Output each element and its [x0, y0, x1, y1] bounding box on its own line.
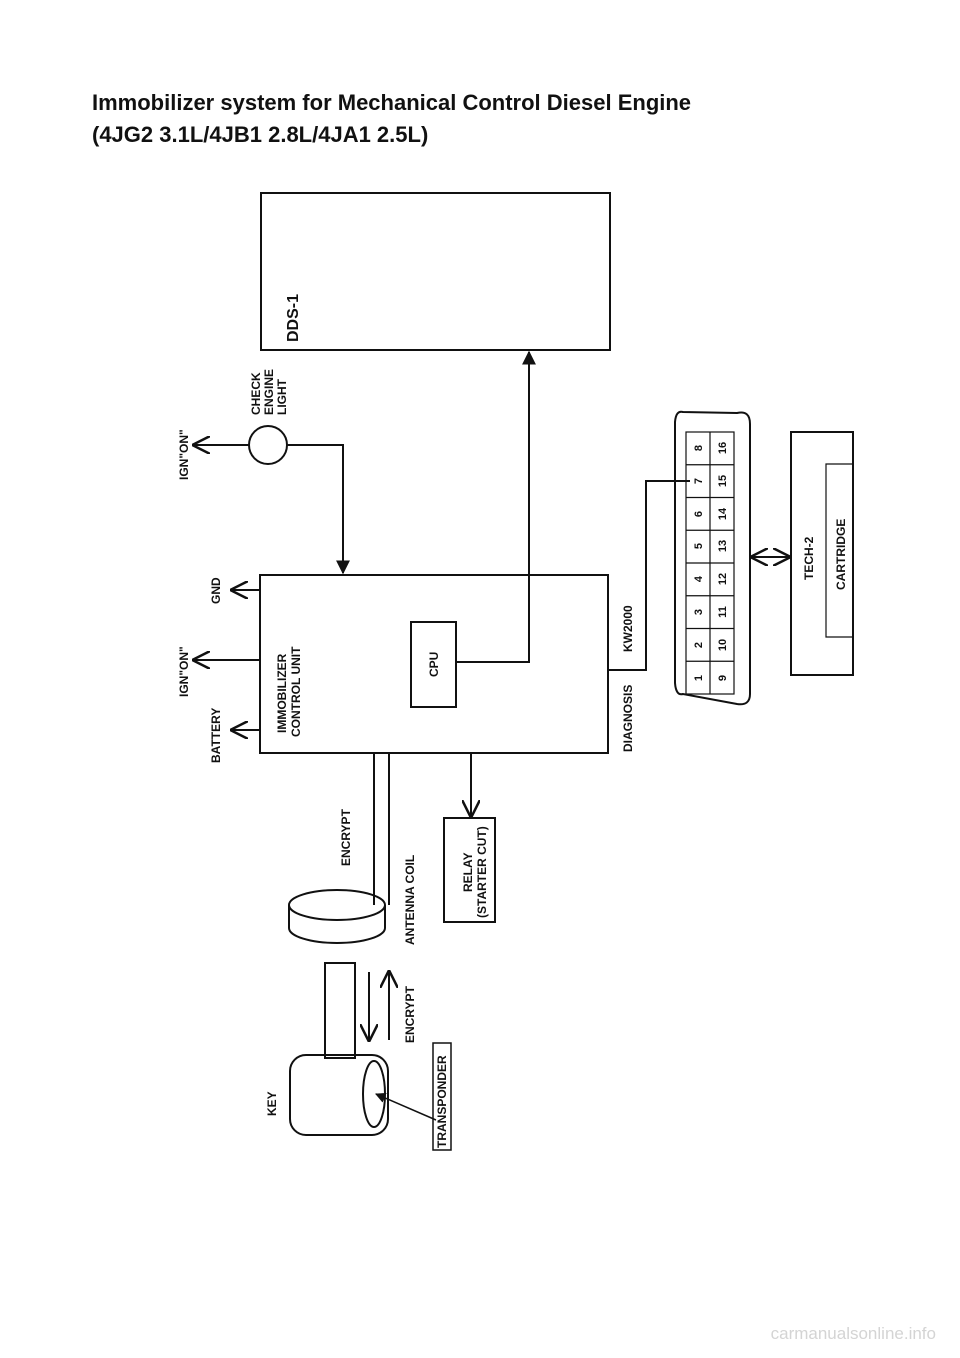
- wire-cel-ecu: [287, 444, 350, 575]
- pin-12: 12: [717, 573, 729, 585]
- key: [289, 962, 389, 1136]
- diagnostic-connector: [674, 410, 751, 706]
- relay-label-1: RELAY: [461, 852, 475, 892]
- control-unit-label-1: IMMOBILIZER: [275, 653, 289, 733]
- encrypt-top-label: ENCRYPT: [339, 808, 353, 866]
- control-unit-label-2: CONTROL UNIT: [289, 646, 303, 737]
- check-engine-light-lamp: [248, 425, 288, 465]
- key-label: KEY: [265, 1091, 279, 1116]
- cel-line-2: ENGINE: [262, 369, 276, 415]
- dds-box: [260, 192, 611, 351]
- pin-7: 7: [693, 478, 705, 484]
- cpu-label: CPU: [427, 652, 441, 677]
- pin-2: 2: [693, 642, 705, 648]
- battery-label: BATTERY: [209, 708, 223, 763]
- wire-kw2000: [608, 480, 690, 671]
- diagnosis-label: DIAGNOSIS: [621, 685, 635, 752]
- antenna-coil: [288, 889, 386, 944]
- pin-3: 3: [693, 609, 705, 615]
- wire-cpu-dds: [456, 350, 536, 663]
- ign-on-mid-label: IGN"ON": [177, 646, 191, 697]
- pin-11: 11: [717, 606, 729, 618]
- pin-1: 1: [693, 675, 705, 681]
- dds-label: DDS-1: [285, 294, 302, 342]
- pin-14: 14: [717, 507, 729, 520]
- cartridge-label: CARTRIDGE: [834, 519, 848, 590]
- transponder-label: TRANSPONDER: [435, 1055, 449, 1148]
- title-line-1: Immobilizer system for Mechanical Contro…: [92, 90, 692, 115]
- check-engine-light-label: CHECK ENGINE LIGHT: [249, 369, 289, 415]
- pin-13: 13: [717, 540, 729, 552]
- gnd-label: GND: [209, 577, 223, 604]
- pin-10: 10: [717, 639, 729, 651]
- cel-line-1: CHECK: [249, 372, 263, 415]
- relay-label-2: (STARTER CUT): [475, 826, 489, 918]
- pin-6: 6: [693, 511, 705, 517]
- cpu-box: [410, 621, 457, 708]
- encrypt-bottom-label: ENCRYPT: [403, 985, 417, 1043]
- ign-on-top-label: IGN"ON": [177, 429, 191, 480]
- transponder-box: [432, 1042, 452, 1151]
- control-unit-box: [259, 574, 609, 754]
- tech2-box: [790, 431, 854, 676]
- pin-4: 4: [693, 575, 705, 582]
- antenna-coil-label: ANTENNA COIL: [403, 855, 417, 945]
- kw2000-label: KW2000: [621, 605, 635, 652]
- relay-box: [443, 817, 496, 923]
- transponder-pointer: [375, 1092, 437, 1121]
- pin-8: 8: [693, 445, 705, 451]
- cartridge-box: [825, 463, 853, 638]
- watermark: carmanualsonline.info: [770, 1324, 936, 1343]
- cel-line-3: LIGHT: [275, 378, 289, 415]
- pin-15: 15: [717, 475, 729, 487]
- pin-5: 5: [693, 543, 705, 549]
- pin-16: 16: [717, 442, 729, 454]
- pin-9: 9: [717, 675, 729, 681]
- tech2-label: TECH-2: [802, 536, 816, 580]
- title-line-2: (4JG2 3.1L/4JB1 2.8L/4JA1 2.5L): [92, 122, 429, 147]
